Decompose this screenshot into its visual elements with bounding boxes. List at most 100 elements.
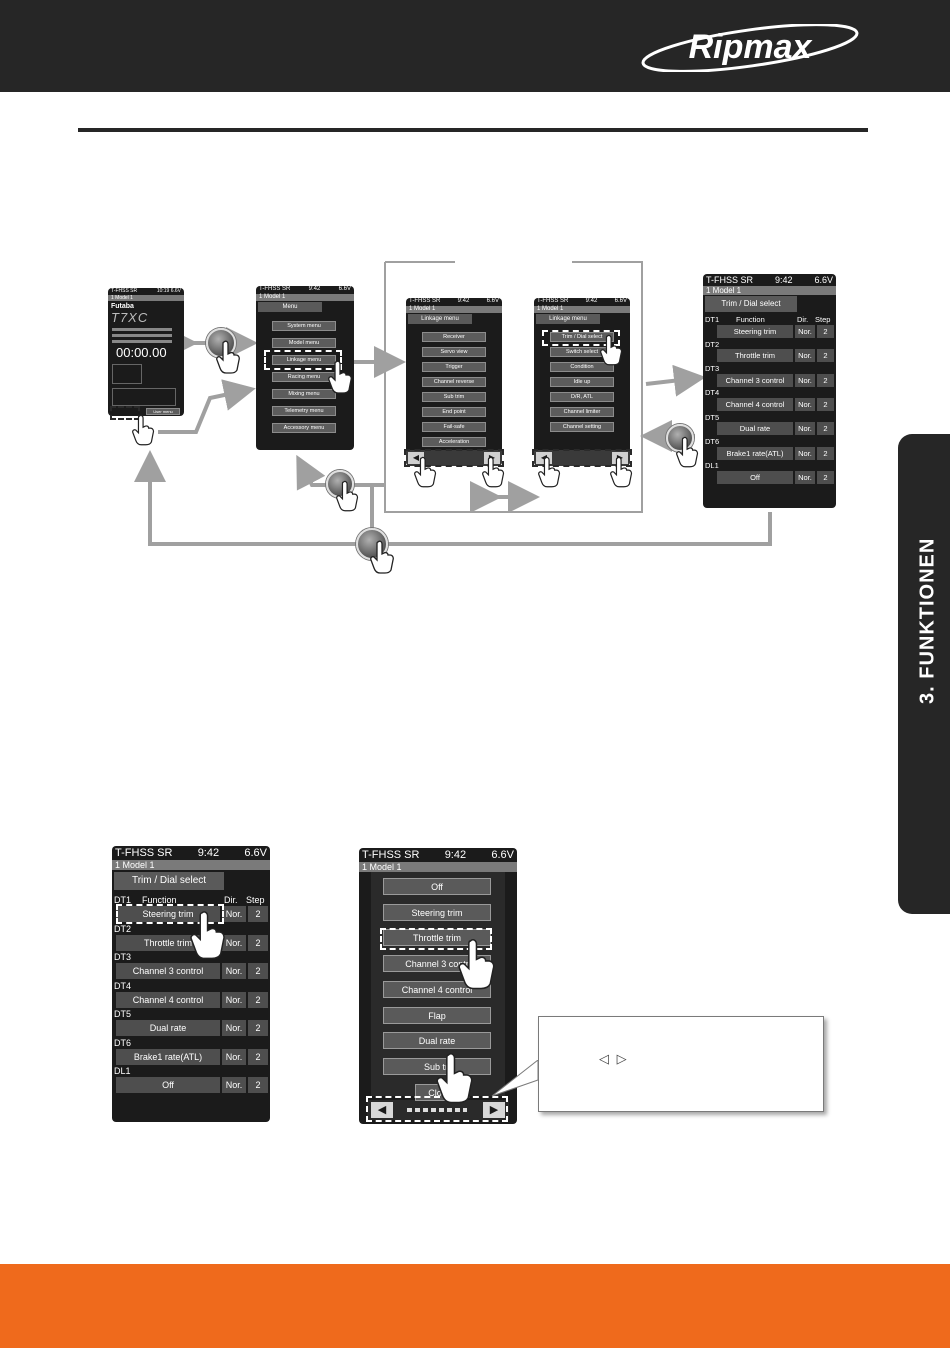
- option-steering-trim[interactable]: Steering trim: [383, 903, 491, 921]
- direction-button[interactable]: Nor.: [795, 397, 815, 411]
- linkage-item-condition[interactable]: Condition: [550, 362, 614, 372]
- hand-pointer-icon: [328, 360, 352, 394]
- option-flap[interactable]: Flap: [383, 1006, 491, 1024]
- linkage-item-idle-up[interactable]: Idle up: [550, 377, 614, 387]
- ss-page-indicator: [407, 1108, 467, 1112]
- function-button[interactable]: Off: [116, 1077, 220, 1093]
- function-button[interactable]: Steering trim: [717, 325, 793, 338]
- tl-status-voltage: 6.6V: [244, 847, 267, 859]
- step-button[interactable]: 2: [248, 906, 268, 922]
- lp2-nav-highlight: [532, 449, 632, 467]
- linkage-item-servo-view[interactable]: Servo view: [422, 347, 486, 357]
- step-button[interactable]: 2: [817, 325, 834, 338]
- function-button[interactable]: Steering trim: [116, 906, 220, 922]
- function-button[interactable]: Off: [717, 470, 793, 484]
- hand-pointer-icon: [458, 939, 495, 990]
- direction-button[interactable]: Nor.: [795, 470, 815, 484]
- step-button[interactable]: 2: [817, 349, 834, 363]
- direction-button[interactable]: Nor.: [222, 1077, 246, 1093]
- ripmax-logo: Ripmax: [641, 24, 859, 72]
- direction-button[interactable]: Nor.: [795, 325, 815, 338]
- function-button[interactable]: Channel 3 control: [717, 373, 793, 387]
- step-button[interactable]: 2: [248, 991, 268, 1008]
- direction-button[interactable]: Nor.: [222, 991, 246, 1008]
- linkage-item-channel-limiter[interactable]: Channel limiter: [550, 407, 614, 417]
- home-brand: Futaba: [111, 303, 134, 310]
- linkage-item-d-r-atl[interactable]: D/R, ATL: [550, 392, 614, 402]
- home-info-box: [112, 364, 142, 384]
- trim-dial-select-highlight: [542, 330, 620, 346]
- menu-item-racing-menu[interactable]: Racing menu: [272, 372, 336, 382]
- home-bar-1: [112, 328, 172, 331]
- direction-button[interactable]: Nor.: [222, 934, 246, 951]
- user-menu-button[interactable]: User menu: [146, 408, 180, 415]
- page-footer: [0, 1264, 950, 1348]
- step-button[interactable]: 2: [817, 397, 834, 411]
- ts-status-time: 9:42: [774, 275, 793, 285]
- option-sub-trim[interactable]: Sub tri: [383, 1057, 491, 1075]
- function-button[interactable]: Dual rate: [717, 422, 793, 436]
- ss-status-time: 9:42: [444, 849, 467, 861]
- step-button[interactable]: 2: [248, 1048, 268, 1065]
- step-button[interactable]: 2: [248, 1077, 268, 1093]
- home-model: 1 Model 1: [108, 295, 184, 301]
- function-button[interactable]: Brake1 rate(ATL): [717, 446, 793, 460]
- linkage-item-end-point[interactable]: End point: [422, 407, 486, 417]
- direction-button[interactable]: Nor.: [795, 373, 815, 387]
- linkage-item-trigger[interactable]: Trigger: [422, 362, 486, 372]
- col-header-function: Function: [142, 895, 177, 905]
- row-dt-label: DT6: [114, 1037, 132, 1048]
- menu-item-telemetry-menu[interactable]: Telemetry menu: [272, 406, 336, 416]
- option-dual-rate[interactable]: Dual rate: [383, 1032, 491, 1050]
- step-button[interactable]: 2: [248, 1020, 268, 1036]
- col-header-step: Step: [246, 895, 265, 905]
- ss-next-button[interactable]: ▶: [483, 1102, 505, 1118]
- step-button[interactable]: 2: [817, 373, 834, 387]
- ss-status-model: T-FHSS SR: [362, 849, 420, 861]
- menu-item-accessory-menu[interactable]: Accessory menu: [272, 423, 336, 433]
- linkage-item-receiver[interactable]: Receiver: [422, 332, 486, 342]
- step-button[interactable]: 2: [817, 422, 834, 436]
- hand-pointer-icon: [370, 540, 394, 574]
- hand-pointer-icon: [132, 414, 155, 446]
- function-button[interactable]: Brake1 rate(ATL): [116, 1048, 220, 1065]
- menu-item-system-menu[interactable]: System menu: [272, 321, 336, 331]
- step-button[interactable]: 2: [248, 934, 268, 951]
- home-product: T7XC: [111, 310, 149, 325]
- direction-button[interactable]: Nor.: [795, 422, 815, 436]
- function-button[interactable]: Throttle trim: [717, 349, 793, 363]
- linkage-item-channel-setting[interactable]: Channel setting: [550, 422, 614, 432]
- lp1-status-model: T-FHSS SR: [409, 298, 441, 304]
- linkage-item-acceleration[interactable]: Acceleration: [422, 437, 486, 447]
- option-off[interactable]: Off: [383, 878, 491, 895]
- function-button[interactable]: Dual rate: [116, 1020, 220, 1036]
- step-button[interactable]: 2: [817, 470, 834, 484]
- menu-item-mixing-menu[interactable]: Mixing menu: [272, 389, 336, 399]
- row-dt-label: DL1: [705, 461, 719, 471]
- linkage-item-trim-dial-select[interactable]: Trim / Dial select: [550, 332, 614, 342]
- direction-button[interactable]: Nor.: [795, 349, 815, 363]
- ss-status-voltage: 6.6V: [491, 849, 514, 861]
- step-button[interactable]: 2: [248, 963, 268, 979]
- function-button[interactable]: Channel 4 control: [116, 991, 220, 1008]
- step-button[interactable]: 2: [817, 446, 834, 460]
- direction-button[interactable]: Nor.: [222, 906, 246, 922]
- home-status-right: 10:19 6.6V: [156, 288, 181, 294]
- ss-prev-button[interactable]: ◀: [371, 1102, 393, 1118]
- menu-item-linkage-menu[interactable]: Linkage menu: [272, 355, 336, 365]
- option-channel-4-control[interactable]: Channel 4 control: [383, 980, 491, 998]
- linkage-item-fail-safe[interactable]: Fail-safe: [422, 422, 486, 432]
- direction-button[interactable]: Nor.: [222, 963, 246, 979]
- direction-button[interactable]: Nor.: [795, 446, 815, 460]
- row-dt-label: DT3: [705, 364, 720, 374]
- function-button[interactable]: Channel 3 control: [116, 963, 220, 979]
- function-button[interactable]: Channel 4 control: [717, 397, 793, 411]
- menu-item-model-menu[interactable]: Model menu: [272, 338, 336, 348]
- direction-button[interactable]: Nor.: [222, 1048, 246, 1065]
- direction-button[interactable]: Nor.: [222, 1020, 246, 1036]
- linkage-item-channel-reverse[interactable]: Channel reverse: [422, 377, 486, 387]
- hand-pointer-icon: [216, 340, 240, 374]
- linkage-item-sub-trim[interactable]: Sub trim: [422, 392, 486, 402]
- hand-pointer-icon: [336, 480, 359, 512]
